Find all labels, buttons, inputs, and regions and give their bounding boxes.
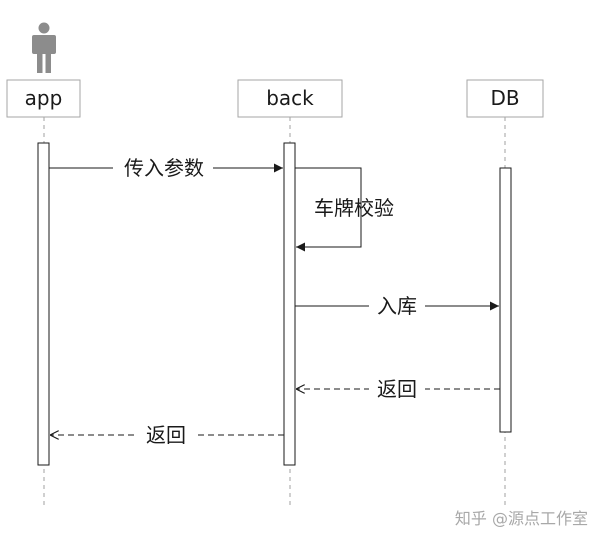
activation-db xyxy=(499,167,512,433)
activation-back xyxy=(283,142,296,466)
participant-back: back xyxy=(237,79,343,118)
message-m1: 传入参数 xyxy=(49,155,283,181)
message-m3: 入库 xyxy=(295,293,499,319)
person-icon xyxy=(32,22,56,73)
message-label: 传入参数 xyxy=(124,156,204,180)
message-label: 返回 xyxy=(377,377,417,401)
participant-label: DB xyxy=(490,86,519,110)
message-m5: 返回 xyxy=(50,422,284,448)
message-m2: 车牌校验 xyxy=(295,167,394,252)
activation-app xyxy=(37,142,50,466)
message-m4: 返回 xyxy=(296,376,500,402)
participant-db: DB xyxy=(466,79,544,118)
message-label: 车牌校验 xyxy=(314,196,394,220)
message-label: 入库 xyxy=(377,294,417,318)
watermark-text: 知乎 @源点工作室 xyxy=(455,509,588,528)
participant-label: app xyxy=(25,86,63,110)
message-label: 返回 xyxy=(146,423,186,447)
participant-label: back xyxy=(266,86,314,110)
participant-app: app xyxy=(6,79,81,118)
